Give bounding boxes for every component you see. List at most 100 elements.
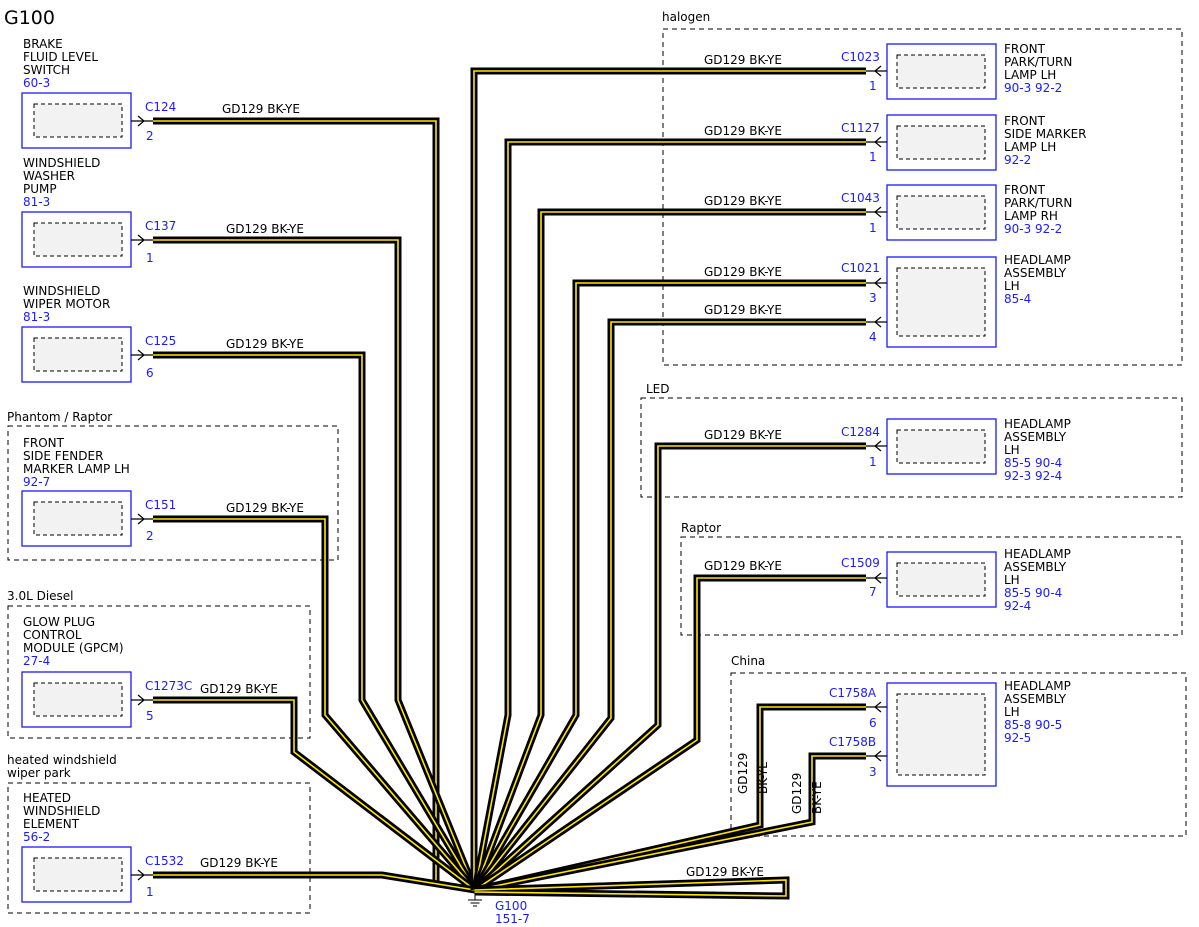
wire-label-c1127: GD129 BK-YE bbox=[704, 124, 782, 138]
connector-name-c1021-3[interactable]: C1021 bbox=[841, 261, 880, 275]
group-label-halogen: halogen bbox=[662, 10, 710, 24]
component-inner-brake-fluid bbox=[33, 103, 123, 138]
wire-c1509[interactable] bbox=[474, 577, 866, 891]
connector-pin-c1021-4: 4 bbox=[869, 330, 877, 344]
group-raptor: Raptor bbox=[680, 521, 1183, 636]
wire-c137[interactable] bbox=[153, 239, 476, 891]
connector-c1758b[interactable]: C1758B 3 bbox=[829, 735, 887, 779]
component-ref-brake-fluid[interactable]: 60-3 bbox=[23, 76, 50, 90]
wire-ground-loop[interactable] bbox=[474, 879, 787, 897]
connector-name-c1127[interactable]: C1127 bbox=[841, 121, 880, 135]
wire-c1758a[interactable] bbox=[474, 706, 866, 891]
component-ref-headlamp-halogen[interactable]: 85-4 bbox=[1004, 292, 1031, 306]
wire-c1532[interactable] bbox=[153, 874, 476, 891]
wire-c1758b[interactable] bbox=[474, 755, 866, 891]
component-ref-side-marker-lh[interactable]: 92-2 bbox=[1004, 153, 1031, 167]
component-ref-park-turn-lh[interactable]: 90-3 92-2 bbox=[1004, 81, 1062, 95]
wires: GD129 BK-YE GD129 BK-YE GD129 BK-YE GD129 B… bbox=[153, 53, 866, 900]
connector-pin-c1023: 1 bbox=[869, 79, 877, 93]
wire-c1127[interactable] bbox=[474, 141, 866, 891]
connector-name-c1532[interactable]: C1532 bbox=[145, 854, 184, 868]
connector-name-c151[interactable]: C151 bbox=[145, 498, 176, 512]
component-ref-side-fender[interactable]: 92-7 bbox=[23, 475, 50, 489]
wire-c124[interactable] bbox=[153, 120, 437, 885]
connector-name-c1758a[interactable]: C1758A bbox=[829, 686, 877, 700]
connector-pin-c1758b: 3 bbox=[869, 765, 877, 779]
component-ref-heated-element[interactable]: 56-2 bbox=[23, 830, 50, 844]
connector-name-c1758b[interactable]: C1758B bbox=[829, 735, 876, 749]
pin-arrow-c125 bbox=[137, 349, 145, 361]
ground-ref[interactable]: 151-7 bbox=[495, 912, 530, 926]
connector-c124[interactable]: C124 2 bbox=[131, 100, 176, 143]
wire-c151[interactable] bbox=[153, 518, 476, 891]
wire-c1284[interactable] bbox=[474, 445, 866, 891]
connector-name-c125[interactable]: C125 bbox=[145, 334, 176, 348]
connector-name-c137[interactable]: C137 bbox=[145, 219, 176, 233]
component-ref-wiper-motor[interactable]: 81-3 bbox=[23, 310, 50, 324]
wire-c1021-4[interactable] bbox=[474, 321, 866, 891]
connector-name-c124[interactable]: C124 bbox=[145, 100, 176, 114]
connector-pin-c124: 2 bbox=[146, 129, 154, 143]
ground-name[interactable]: G100 bbox=[495, 899, 527, 913]
component-inner-park-turn-lh bbox=[896, 54, 986, 89]
component-ref-washer-pump[interactable]: 81-3 bbox=[23, 195, 50, 209]
connector-name-c1509[interactable]: C1509 bbox=[841, 556, 880, 570]
group-box-raptor bbox=[680, 536, 1183, 636]
wire-label-c137: GD129 BK-YE bbox=[226, 222, 304, 236]
group-box-halogen bbox=[662, 28, 1183, 366]
group-label-china: China bbox=[731, 654, 765, 668]
wire-label-c125: GD129 BK-YE bbox=[226, 337, 304, 351]
wire-c1023[interactable] bbox=[473, 70, 866, 890]
connector-c1023[interactable]: C1023 1 bbox=[841, 50, 887, 93]
connector-c1021-4[interactable]: 4 bbox=[866, 316, 887, 344]
wire-label-ground-loop: GD129 BK-YE bbox=[686, 865, 764, 879]
component-ref-park-turn-rh[interactable]: 90-3 92-2 bbox=[1004, 222, 1062, 236]
connector-name-c1284[interactable]: C1284 bbox=[841, 425, 880, 439]
wire-c125[interactable] bbox=[153, 354, 476, 891]
wire-c1043[interactable] bbox=[474, 211, 866, 891]
pin-arrow-c1273c bbox=[137, 694, 145, 706]
connector-name-c1043[interactable]: C1043 bbox=[841, 191, 880, 205]
wire-c1021-3[interactable] bbox=[474, 282, 866, 891]
connector-name-c1273c[interactable]: C1273C bbox=[145, 679, 192, 693]
connector-name-c1023[interactable]: C1023 bbox=[841, 50, 880, 64]
component-ref-gpcm[interactable]: 27-4 bbox=[23, 654, 50, 668]
wire-c1021-4-outline bbox=[472, 318, 866, 893]
wire-c137-outline bbox=[153, 236, 479, 892]
wire-c1273c[interactable] bbox=[153, 699, 476, 891]
group-halogen: halogen bbox=[662, 10, 1183, 366]
wire-c1021-3-outline bbox=[471, 279, 866, 892]
